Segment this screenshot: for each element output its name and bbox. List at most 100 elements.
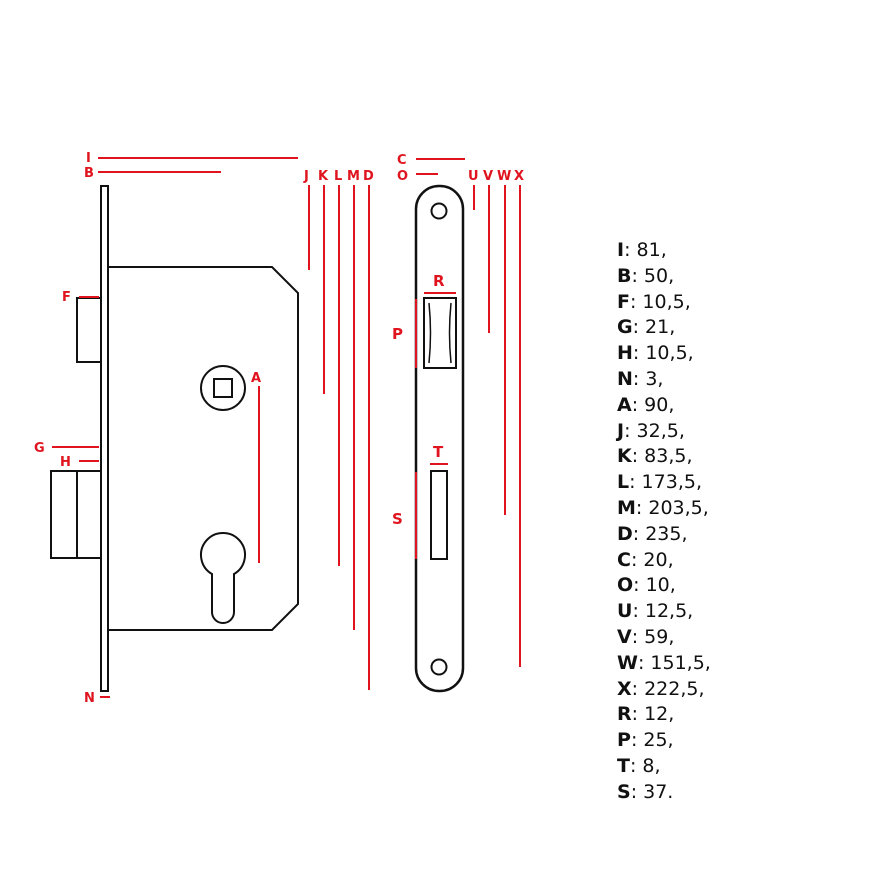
legend-value: : 222,5, — [631, 677, 705, 700]
legend-row-F: F: 10,5, — [617, 290, 837, 316]
label-F: F — [62, 290, 71, 305]
legend-key: U — [617, 600, 633, 623]
legend-row-N: N: 3, — [617, 367, 837, 393]
legend-value: : 90, — [631, 393, 675, 416]
legend-key: J — [617, 419, 625, 442]
legend-row-H: H: 10,5, — [617, 341, 837, 367]
legend-row-R: R: 12, — [617, 702, 837, 728]
label-X: X — [514, 169, 524, 184]
legend-value: : 20, — [630, 548, 674, 571]
spindle-square — [213, 378, 233, 398]
right-labels: C O U V W X R P T S — [392, 153, 524, 528]
legend-key: T — [617, 754, 630, 777]
legend-value: : 12,5, — [632, 600, 694, 623]
legend-value: : 25, — [630, 729, 674, 752]
label-U: U — [468, 169, 479, 184]
legend-value: : 83,5, — [631, 445, 693, 468]
label-W: W — [497, 169, 511, 184]
label-K: K — [318, 169, 329, 184]
legend-row-J: J: 32,5, — [617, 419, 837, 445]
legend-key: P — [617, 729, 631, 752]
legend-key: F — [617, 290, 630, 313]
legend-value: : 12, — [631, 703, 675, 726]
label-C: C — [397, 153, 407, 168]
faceplate-front — [414, 184, 465, 693]
legend-row-M: M: 203,5, — [617, 496, 837, 522]
label-A: A — [251, 371, 261, 386]
right-dimensions — [415, 158, 521, 667]
legend-row-U: U: 12,5, — [617, 599, 837, 625]
label-J: J — [303, 169, 309, 184]
legend-value: : 81, — [624, 239, 667, 261]
legend-key: B — [617, 264, 632, 287]
label-H: H — [60, 455, 71, 470]
label-V: V — [483, 169, 493, 184]
legend-key: X — [617, 677, 632, 700]
lock-body-view — [50, 185, 299, 692]
legend-row-T: T: 8, — [617, 754, 837, 780]
legend-row-A: A: 90, — [617, 393, 837, 419]
faceplate — [100, 185, 109, 692]
legend-value: : 59, — [631, 625, 675, 648]
legend-row-V: V: 59, — [617, 625, 837, 651]
label-N: N — [84, 691, 95, 706]
screw-hole-top — [430, 202, 448, 220]
legend-key: V — [617, 625, 632, 648]
legend-key: K — [617, 445, 632, 468]
label-G: G — [34, 441, 45, 456]
legend-row-I: I: 81, — [617, 238, 837, 264]
legend-key: O — [617, 574, 634, 597]
label-S: S — [392, 510, 403, 528]
legend-row-P: P: 25, — [617, 728, 837, 754]
legend-key: I — [617, 239, 625, 261]
legend-row-O: O: 10, — [617, 573, 837, 599]
legend-value: : 21, — [632, 316, 676, 339]
label-P: P — [392, 325, 403, 343]
legend-value: : 37. — [630, 780, 674, 803]
legend-value: : 203,5, — [635, 496, 709, 519]
legend-key: A — [617, 393, 632, 416]
latch-opening-inner — [428, 302, 452, 364]
deadbolt-opening — [430, 470, 448, 560]
latch-bolt — [76, 297, 102, 363]
legend-row-B: B: 50, — [617, 264, 837, 290]
legend-value: : 151,5, — [637, 651, 711, 674]
legend-row-C: C: 20, — [617, 548, 837, 574]
screw-hole-bottom — [430, 658, 448, 676]
legend-key: W — [617, 651, 638, 674]
faceplate-front-view — [414, 184, 465, 693]
legend-row-K: K: 83,5, — [617, 444, 837, 470]
legend-value: : 50, — [631, 264, 675, 287]
legend-key: R — [617, 703, 632, 726]
legend-value: : 10, — [633, 574, 676, 597]
legend-value: : 235, — [632, 522, 688, 545]
label-T: T — [433, 443, 444, 461]
legend-value: : 10,5, — [632, 342, 694, 365]
legend-key: C — [617, 548, 631, 571]
legend-key: L — [617, 471, 630, 494]
legend-row-L: L: 173,5, — [617, 470, 837, 496]
legend-row-X: X: 222,5, — [617, 677, 837, 703]
label-M: M — [347, 169, 360, 184]
legend-key: M — [617, 496, 636, 519]
legend-row-D: D: 235, — [617, 522, 837, 548]
legend-value: : 173,5, — [629, 471, 702, 494]
legend-row-W: W: 151,5, — [617, 651, 837, 677]
label-I: I — [86, 151, 91, 166]
legend-key: H — [617, 342, 633, 365]
legend-value: : 3, — [632, 367, 664, 390]
legend-row-S: S: 37. — [617, 780, 837, 806]
label-D: D — [363, 169, 374, 184]
dimension-legend: I: 81,B: 50,F: 10,5,G: 21,H: 10,5,N: 3,A… — [617, 238, 837, 806]
lock-case — [107, 266, 299, 631]
left-dimensions — [52, 157, 370, 698]
legend-value: : 32,5, — [624, 419, 685, 442]
legend-key: G — [617, 316, 633, 339]
legend-key: S — [617, 780, 631, 803]
legend-value: : 10,5, — [629, 290, 691, 313]
legend-key: D — [617, 522, 633, 545]
left-labels: I B F G H N A J K L M D — [34, 151, 374, 706]
legend-value: : 8, — [629, 754, 661, 777]
legend-key: N — [617, 367, 633, 390]
